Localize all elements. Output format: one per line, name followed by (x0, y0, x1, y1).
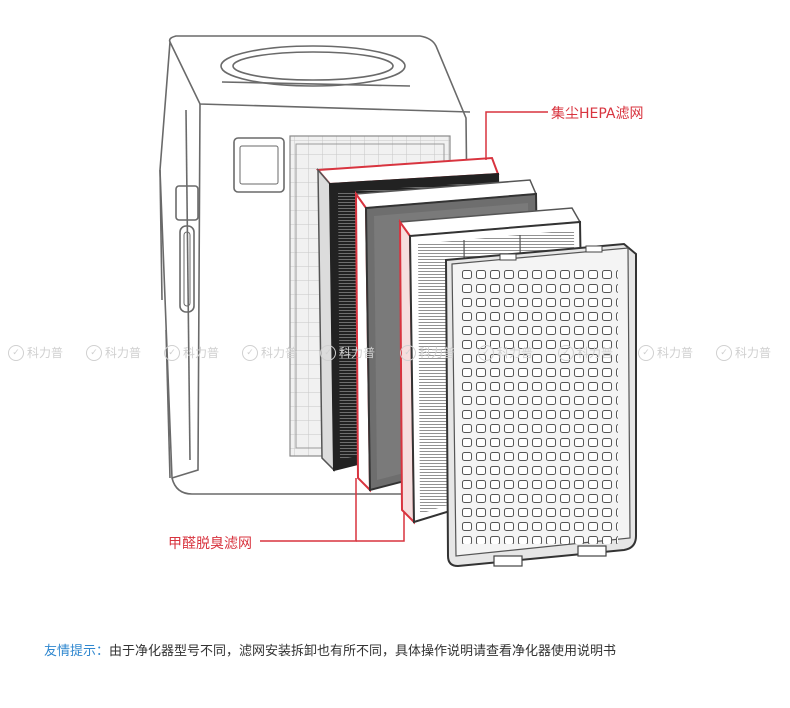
watermark: ✓科力普 (716, 344, 771, 361)
tip-note: 友情提示：由于净化器型号不同，滤网安装拆卸也有所不同，具体操作说明请查看净化器使… (44, 640, 616, 659)
hepa-filter-label: 集尘HEPA滤网 (551, 106, 644, 122)
watermark: ✓科力普 (242, 344, 297, 361)
watermark: ✓科力普 (478, 344, 533, 361)
watermark: ✓科力普 (638, 344, 693, 361)
watermark-logo-icon: ✓ (558, 344, 574, 361)
callout-lines (260, 111, 548, 542)
tip-text: 由于净化器型号不同，滤网安装拆卸也有所不同，具体操作说明请查看净化器使用说明书 (109, 644, 617, 659)
watermark-logo-icon: ✓ (478, 344, 494, 361)
front-grille-panel (444, 242, 637, 568)
pleated-callout-line (356, 512, 405, 542)
watermark: ✓科力普 (400, 344, 455, 361)
formaldehyde-filter-label: 甲醛脱臭滤网 (168, 536, 252, 552)
watermark: ✓科力普 (320, 344, 375, 361)
watermark-logo-icon: ✓ (320, 344, 336, 361)
watermark-logo-icon: ✓ (716, 344, 732, 361)
watermark: ✓科力普 (86, 344, 141, 361)
watermark-logo-icon: ✓ (400, 344, 416, 361)
watermark: ✓科力普 (164, 344, 219, 361)
watermark-logo-icon: ✓ (242, 344, 258, 361)
watermark: ✓科力普 (558, 344, 613, 361)
watermark-logo-icon: ✓ (638, 344, 654, 361)
watermark: ✓科力普 (8, 344, 63, 361)
tip-label: 友情提示： (44, 644, 110, 659)
watermark-logo-icon: ✓ (164, 344, 180, 361)
watermark-logo-icon: ✓ (8, 344, 24, 361)
watermark-logo-icon: ✓ (86, 344, 102, 361)
hepa-callout-line (485, 111, 548, 160)
